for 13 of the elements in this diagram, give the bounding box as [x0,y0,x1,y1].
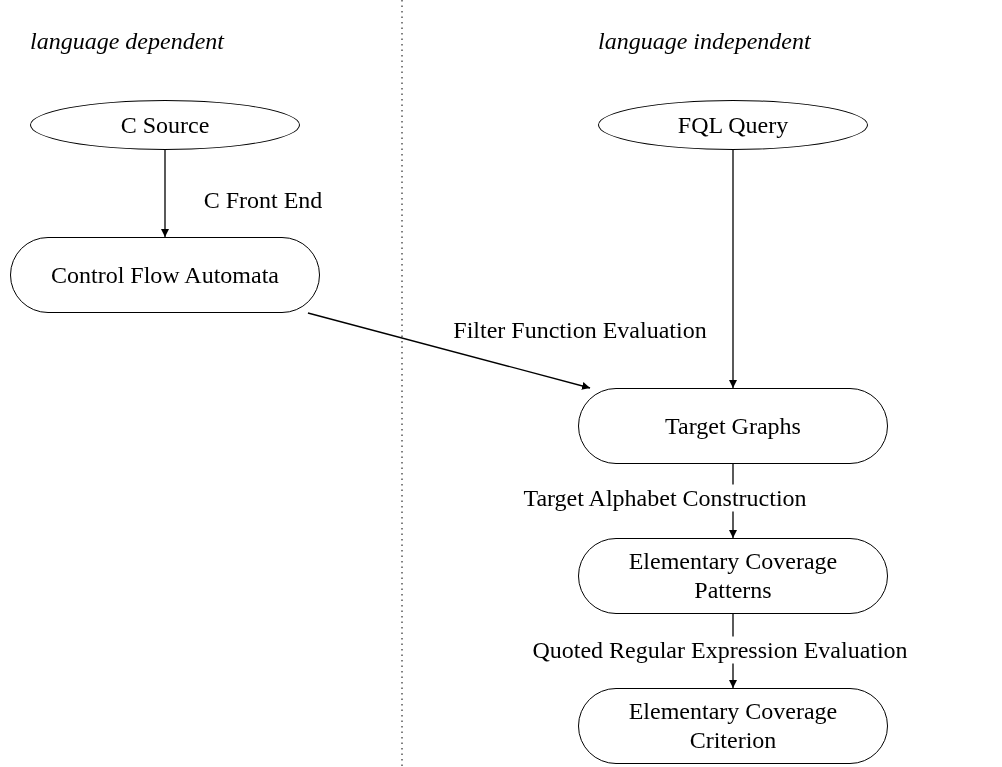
arrow [729,149,737,389]
node-text: FQL Query [677,110,789,140]
edge-label: Quoted Regular Expression Evaluation [530,636,910,664]
column-heading: language dependent [30,28,224,55]
arrow [161,149,169,238]
node-text: Control Flow Automata [51,260,279,290]
node-text: C Source [120,110,210,140]
node-text: Target Graphs [665,411,801,441]
column-heading: language independent [598,28,811,55]
arrow [307,312,591,390]
node-text: Elementary Coverage Criterion [627,697,839,755]
edge-label: Target Alphabet Construction [521,484,809,512]
node-text: Elementary Coverage Patterns [627,547,839,605]
